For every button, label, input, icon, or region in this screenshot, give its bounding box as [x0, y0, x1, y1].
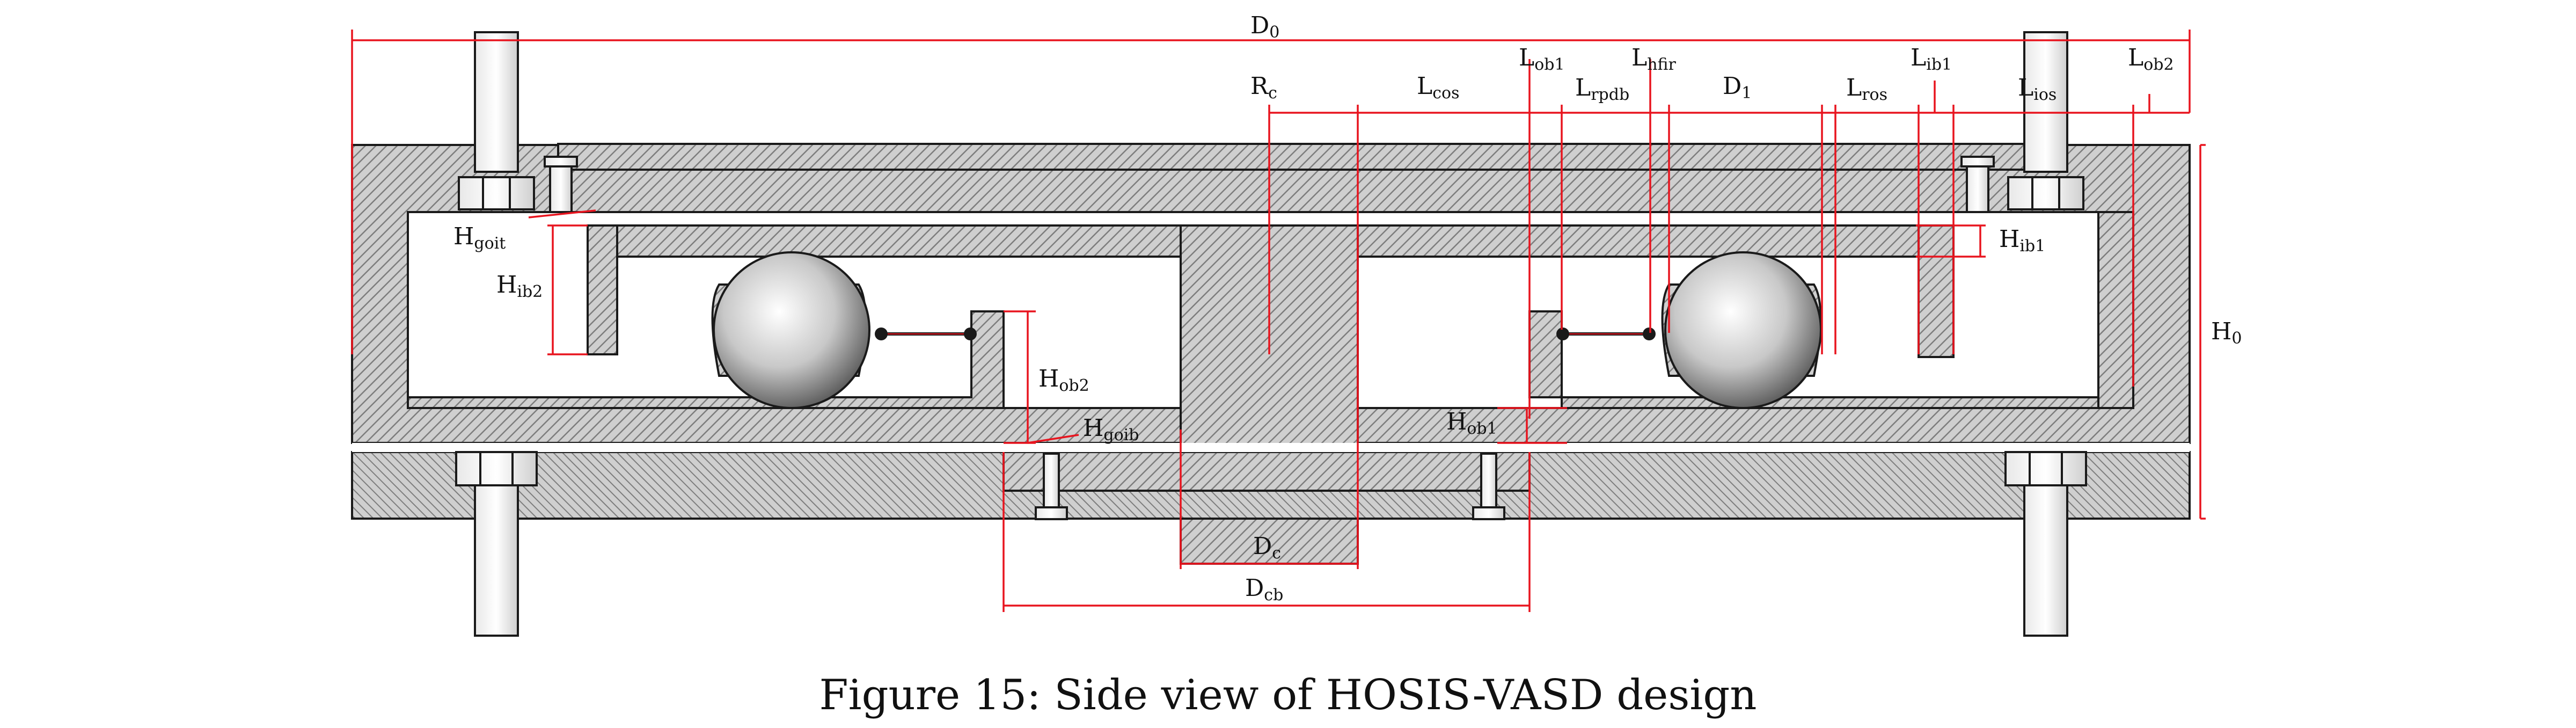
label-Hib1: Hib1	[1999, 225, 2045, 256]
base-recess	[1002, 451, 1531, 492]
top-cover-plate	[557, 143, 2035, 171]
label-D0: D0	[1250, 12, 1279, 42]
label-Lob2: Lob2	[2128, 44, 2174, 74]
bolt-top-left-nut	[458, 176, 535, 210]
dimension-labels: D0 Rc Lcos Lob1 Lrpdb Lhfir D1 Lros Lib1…	[453, 12, 2242, 605]
screw-base-right	[1480, 453, 1497, 511]
label-H0: H0	[2211, 318, 2242, 348]
label-Hob2: Hob2	[1038, 365, 1089, 395]
inner-ring-right	[1357, 224, 1955, 258]
bolt-bottom-left-shank	[474, 484, 519, 637]
bolt-bottom-right-nut	[2004, 451, 2087, 486]
bolt-bottom-left-nut	[455, 451, 538, 486]
bolt-top-right-nut	[2007, 176, 2084, 210]
label-Hob1: Hob1	[1446, 408, 1497, 438]
label-Lib1: Lib1	[1911, 44, 1952, 74]
bolt-top-right-shank	[2023, 31, 2068, 173]
label-Dcb: Dcb	[1245, 574, 1283, 605]
label-Hgoib: Hgoib	[1083, 414, 1139, 445]
outer-right-inner-wall	[2097, 211, 2134, 409]
screw-top-right	[1966, 160, 1989, 213]
figure-caption: Figure 15: Side view of HOSIS-VASD desig…	[819, 671, 1757, 719]
label-Lros: Lros	[1846, 74, 1887, 104]
label-Lcos: Lcos	[1417, 72, 1459, 103]
label-Lob1: Lob1	[1519, 44, 1565, 74]
inner-ring-right-wall	[1918, 224, 1955, 358]
label-Lrpdb: Lrpdb	[1575, 74, 1629, 104]
label-Dc: Dc	[1253, 533, 1281, 563]
ball-bearings	[711, 251, 1822, 409]
bolt-bottom-right-shank	[2023, 484, 2068, 637]
right-ball	[1664, 251, 1822, 409]
label-Hgoit: Hgoit	[453, 223, 506, 253]
bolts	[455, 31, 2087, 637]
dimension-lines	[351, 30, 2206, 612]
left-ball	[713, 251, 870, 409]
label-D1: D1	[1723, 72, 1752, 103]
left-race-bottom	[407, 310, 1005, 409]
inner-ring-left	[616, 224, 1182, 258]
label-Rc: Rc	[1250, 72, 1277, 103]
label-Lhfir: Lhfir	[1631, 44, 1677, 74]
structure	[351, 143, 2191, 565]
screw-base-left	[1043, 453, 1060, 511]
screw-top-left	[549, 160, 573, 213]
inner-ring-left-wall	[587, 224, 618, 355]
bolt-top-left-shank	[474, 31, 519, 173]
label-Hib2: Hib2	[496, 271, 543, 301]
label-Lios: Lios	[2018, 74, 2057, 104]
